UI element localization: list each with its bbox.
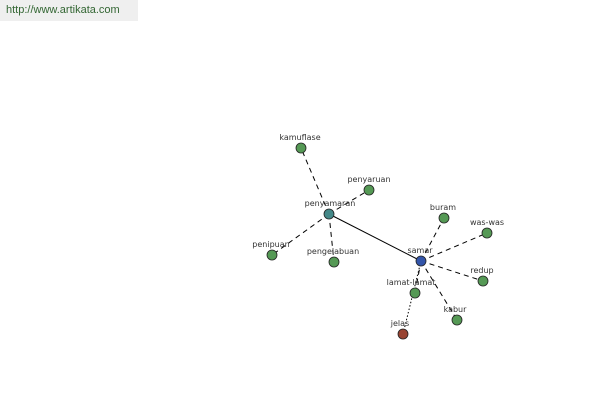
node-label-kamuflase: kamuflase xyxy=(279,133,320,142)
node-kamuflase[interactable]: kamuflase xyxy=(279,133,321,154)
edge-samar-was-was xyxy=(420,232,488,262)
nodes-layer: samar penyamaran kamuflase penyaruan penipua… xyxy=(252,133,504,340)
edge-penyamaran-penipuan xyxy=(271,213,330,256)
node-label-lamat-lamat: lamat-lamat xyxy=(387,278,436,287)
edge-penyamaran-kamuflase xyxy=(300,147,330,215)
node-dot-was-was[interactable] xyxy=(481,227,493,239)
node-buram[interactable]: buram xyxy=(430,203,456,224)
edge-samar-buram xyxy=(420,217,445,262)
node-dot-pengelabuan[interactable] xyxy=(328,256,340,268)
node-dot-penipuan[interactable] xyxy=(266,249,278,261)
node-penyaruan[interactable]: penyaruan xyxy=(347,175,391,196)
node-was-was[interactable]: was-was xyxy=(470,218,504,239)
edges-layer xyxy=(271,147,488,335)
node-label-penipuan: penipuan xyxy=(252,240,289,249)
node-label-penyamaran: penyamaran xyxy=(305,199,356,208)
node-label-kabur: kabur xyxy=(444,305,468,314)
node-penyamaran[interactable]: penyamaran xyxy=(305,199,356,220)
node-kabur[interactable]: kabur xyxy=(444,305,468,326)
site-url-link[interactable]: http://www.artikata.com xyxy=(0,0,138,21)
node-label-jelas: jelas xyxy=(390,319,409,328)
node-redup[interactable]: redup xyxy=(470,266,494,287)
node-label-penyaruan: penyaruan xyxy=(347,175,390,184)
node-jelas[interactable]: jelas xyxy=(390,319,409,340)
node-dot-penyamaran[interactable] xyxy=(323,208,335,220)
edge-samar-lamat-lamat xyxy=(414,260,422,294)
node-label-pengelabuan: pengelabuan xyxy=(307,247,359,256)
node-dot-lamat-lamat[interactable] xyxy=(409,287,421,299)
node-label-buram: buram xyxy=(430,203,456,212)
node-dot-penyaruan[interactable] xyxy=(363,184,375,196)
node-dot-kabur[interactable] xyxy=(451,314,463,326)
edge-penyamaran-penyaruan xyxy=(328,189,370,215)
node-lamat-lamat[interactable]: lamat-lamat xyxy=(387,278,436,299)
node-penipuan[interactable]: penipuan xyxy=(252,240,290,261)
edge-samar-redup xyxy=(420,260,484,282)
node-dot-buram[interactable] xyxy=(438,212,450,224)
node-dot-redup[interactable] xyxy=(477,275,489,287)
node-label-samar: samar xyxy=(407,246,433,255)
node-label-was-was: was-was xyxy=(470,218,504,227)
node-pengelabuan[interactable]: pengelabuan xyxy=(307,247,359,268)
node-dot-samar[interactable] xyxy=(415,255,427,267)
node-samar[interactable]: samar xyxy=(407,246,433,267)
edge-samar-kabur xyxy=(420,260,458,321)
edge-penyamaran-pengelabuan xyxy=(328,213,335,263)
node-dot-kamuflase[interactable] xyxy=(295,142,307,154)
edge-samar-penyamaran xyxy=(328,213,422,262)
node-dot-jelas[interactable] xyxy=(397,328,409,340)
node-label-redup: redup xyxy=(470,266,493,275)
